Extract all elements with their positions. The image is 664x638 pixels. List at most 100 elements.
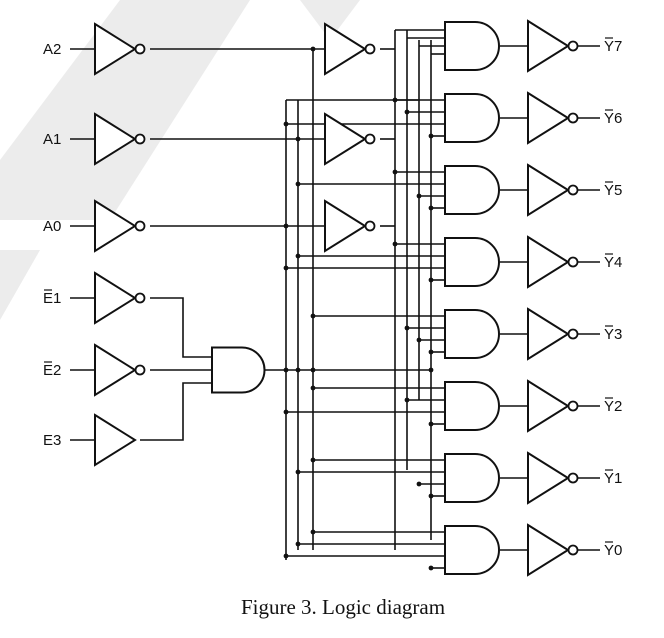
input-gate-e1 [94, 271, 137, 325]
junction-dot [310, 313, 316, 319]
input-gate-e3 [94, 413, 137, 467]
junction-dot [295, 541, 301, 547]
junction-dot [310, 367, 316, 373]
output-and-gate-4 [444, 309, 500, 359]
junction-dot [295, 367, 301, 373]
output-label-y4: Y4 [604, 254, 622, 271]
output-label-y1: Y1 [604, 470, 622, 487]
second-inverter-0 [324, 22, 367, 76]
junction-dot [295, 253, 301, 259]
output-and-gate-7 [444, 525, 500, 575]
second-inverter-2 [324, 199, 367, 253]
second-inverter-1-bubble [364, 133, 376, 145]
junction-dot [404, 397, 410, 403]
junction-dot [295, 136, 301, 142]
output-label-y7: Y7 [604, 38, 622, 55]
input-label-e2: E2 [43, 362, 61, 379]
input-gate-a0 [94, 199, 137, 253]
output-label-y0: Y0 [604, 542, 622, 559]
output-buffer-7 [527, 523, 570, 577]
junction-dot [428, 277, 434, 283]
junction-dot [404, 325, 410, 331]
output-label-y2: Y2 [604, 398, 622, 415]
watermark-shape [0, 0, 250, 220]
junction-dot [404, 109, 410, 115]
input-label-a2: A2 [43, 41, 61, 58]
output-buffer-0 [527, 19, 570, 73]
output-and-gate-6 [444, 453, 500, 503]
watermark-shape [0, 250, 40, 320]
junction-dot [310, 529, 316, 535]
junction-dot [283, 265, 289, 271]
output-label-y3: Y3 [604, 326, 622, 343]
input-gate-a2 [94, 22, 137, 76]
input-gate-a0-bubble [134, 220, 146, 232]
junction-dot [310, 46, 316, 52]
output-buffer-0-bubble [567, 40, 579, 52]
junction-dot [428, 349, 434, 355]
output-and-gate-3 [444, 237, 500, 287]
junction-dot [392, 169, 398, 175]
output-buffer-4-bubble [567, 328, 579, 340]
figure-caption: Figure 3. Logic diagram [241, 595, 445, 619]
junction-dot [428, 493, 434, 499]
junction-dots [283, 46, 434, 571]
junction-dot [416, 193, 422, 199]
junction-dot [295, 469, 301, 475]
junction-dot [428, 421, 434, 427]
output-buffer-2 [527, 163, 570, 217]
junction-dot [283, 121, 289, 127]
junction-dot [416, 481, 422, 487]
output-buffer-6-bubble [567, 472, 579, 484]
input-label-a0: A0 [43, 218, 61, 235]
output-buffer-5-bubble [567, 400, 579, 412]
input-label-e1: E1 [43, 290, 61, 307]
input-gate-e1-bubble [134, 292, 146, 304]
output-buffer-7-bubble [567, 544, 579, 556]
output-buffer-1 [527, 91, 570, 145]
output-buffer-4 [527, 307, 570, 361]
watermark-shape [300, 0, 360, 40]
junction-dot [283, 409, 289, 415]
input-gate-e2-bubble [134, 364, 146, 376]
input-label-a1: A1 [43, 131, 61, 148]
junction-dot [428, 133, 434, 139]
output-and-gate-1 [444, 93, 500, 143]
junction-dot [310, 385, 316, 391]
output-and-gate-5 [444, 381, 500, 431]
junction-dot [283, 553, 289, 559]
second-inverter-1 [324, 112, 367, 166]
second-inverter-2-bubble [364, 220, 376, 232]
junction-dot [416, 337, 422, 343]
output-buffer-3-bubble [567, 256, 579, 268]
output-label-y6: Y6 [604, 110, 622, 127]
junction-dot [428, 367, 434, 373]
output-label-y5: Y5 [604, 182, 622, 199]
gates [94, 19, 579, 577]
output-buffer-1-bubble [567, 112, 579, 124]
junction-dot [392, 97, 398, 103]
wires [70, 29, 600, 569]
junction-dot [283, 223, 289, 229]
output-buffer-2-bubble [567, 184, 579, 196]
enable-wire [140, 382, 212, 441]
junction-dot [392, 241, 398, 247]
junction-dot [310, 457, 316, 463]
input-gate-a1 [94, 112, 137, 166]
output-buffer-3 [527, 235, 570, 289]
junction-dot [295, 181, 301, 187]
output-buffer-5 [527, 379, 570, 433]
input-gate-a1-bubble [134, 133, 146, 145]
input-gate-e2 [94, 343, 137, 397]
junction-dot [428, 565, 434, 571]
junction-dot [283, 367, 289, 373]
junction-dot [428, 205, 434, 211]
second-inverter-0-bubble [364, 43, 376, 55]
output-and-gate-0 [444, 21, 500, 71]
input-gate-a2-bubble [134, 43, 146, 55]
input-label-e3: E3 [43, 432, 61, 449]
output-and-gate-2 [444, 165, 500, 215]
output-buffer-6 [527, 451, 570, 505]
